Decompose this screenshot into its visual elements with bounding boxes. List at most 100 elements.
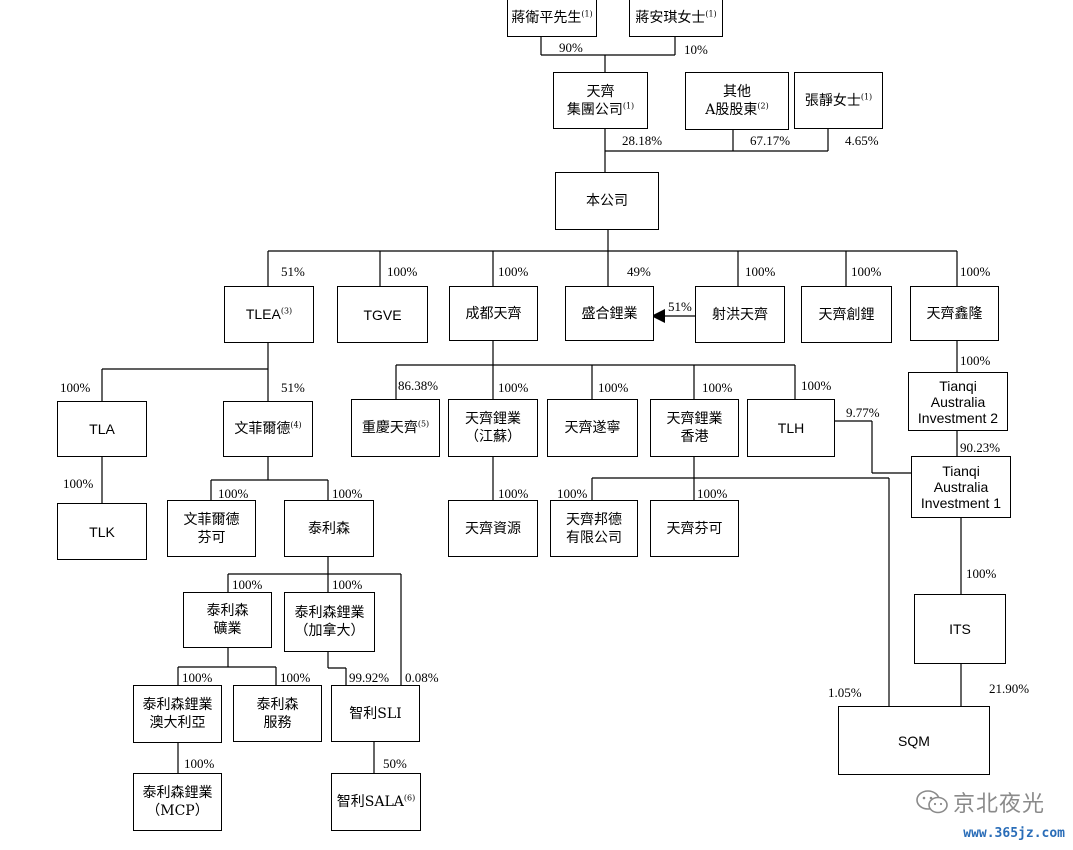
node-other-a-shareholders: 其他 A股股東(2) [685, 72, 789, 130]
node-tla: TLA [57, 401, 147, 457]
node-label: Investment 1 [920, 495, 1002, 511]
node-label: Australia [930, 393, 986, 410]
edge-label: 100% [498, 486, 529, 501]
node-label: 其他 [723, 84, 751, 100]
edge-label: 90% [559, 40, 583, 55]
node-label: 澳大利亞 [149, 715, 206, 731]
edge-label: 99.92% [349, 670, 390, 685]
node-company: 本公司 [555, 172, 659, 230]
node-talison-mining: 泰利森 礦業 [183, 592, 272, 648]
note-marker: (3) [280, 306, 293, 316]
node-sqm: SQM [838, 706, 990, 775]
edge-label: 67.17% [750, 133, 791, 148]
node-talison: 泰利森 [284, 500, 374, 557]
node-label: （加拿大） [294, 623, 365, 639]
edge-label: 51% [668, 299, 692, 314]
node-label: 蔣安琪女士 [635, 9, 706, 26]
node-label: 重慶天齊 [361, 420, 418, 436]
node-windfield-fenke: 文菲爾德 芬可 [167, 500, 256, 557]
node-talison-canada: 泰利森鋰業 （加拿大） [284, 592, 375, 652]
node-label: Australia [933, 479, 989, 495]
edge-label: 10% [684, 42, 708, 57]
edge-label: 100% [182, 670, 213, 685]
node-label: Tianqi [939, 377, 977, 394]
note-marker: (1) [860, 91, 873, 101]
node-label: （江蘇） [465, 429, 521, 445]
edge-label: 90.23% [960, 440, 1001, 455]
node-label: 有限公司 [566, 529, 622, 546]
node-tianqi-xinlong: 天齊鑫隆 [910, 286, 999, 341]
edge-label: 100% [598, 380, 629, 395]
node-tgve: TGVE [337, 286, 428, 343]
node-label: 射洪天齊 [712, 306, 768, 323]
node-label: A股股東 [705, 102, 758, 118]
node-jiang-anqi: 蔣安琪女士(1) [629, 0, 723, 37]
node-chengdu-tianqi: 成都天齊 [449, 286, 538, 341]
edge-label: 100% [745, 264, 776, 279]
node-label: 服務 [263, 714, 292, 731]
node-tianqi-chuangli: 天齊創鋰 [801, 286, 892, 343]
node-label: Tianqi [942, 463, 980, 479]
edge-label: 100% [960, 264, 991, 279]
edge-label: 21.90% [989, 681, 1030, 696]
node-shehong-tianqi: 射洪天齊 [695, 286, 785, 343]
note-marker: (1) [581, 8, 593, 18]
edge-label: 100% [702, 380, 733, 395]
node-label: 礦業 [213, 621, 242, 637]
node-label: 天齊鋰業 [465, 411, 521, 427]
node-label: 泰利森鋰業 [142, 785, 213, 801]
edge-label: 100% [332, 577, 363, 592]
note-marker: (1) [622, 100, 635, 110]
edge-label: 100% [966, 566, 997, 581]
node-tlk: TLK [57, 503, 147, 560]
node-label: TLK [89, 523, 115, 540]
node-label: （MCP） [146, 803, 209, 819]
node-chongqing-tianqi: 重慶天齊(5) [351, 399, 440, 457]
wechat-icon [915, 789, 949, 815]
note-marker: (6) [403, 793, 416, 803]
node-label: Investment 2 [917, 409, 999, 426]
node-shenghe-lithium: 盛合鋰業 [565, 286, 654, 341]
node-tianqi-australia-investment-2: Tianqi Australia Investment 2 [908, 372, 1008, 431]
edge-label: 100% [60, 380, 91, 395]
watermark-url: www.365jz.com [963, 826, 1065, 841]
node-label: 本公司 [586, 193, 628, 209]
node-jiang-weiping: 蔣衛平先生(1) [507, 0, 597, 37]
edge-label: 100% [63, 476, 94, 491]
note-marker: (1) [705, 8, 717, 18]
node-label: 天齊遂寧 [564, 420, 621, 436]
node-talison-services: 泰利森 服務 [233, 685, 322, 742]
watermark-text: 京北夜光 [952, 792, 1045, 817]
node-label: TGVE [363, 306, 402, 323]
node-label: 天齊 [586, 83, 615, 100]
edge-label: 4.65% [845, 133, 879, 148]
node-tianqi-bangde: 天齊邦德 有限公司 [550, 500, 638, 557]
node-tianqi-suining: 天齊遂寧 [547, 399, 638, 457]
edge-label: 1.05% [828, 685, 862, 700]
node-label: 智利SLI [349, 705, 402, 722]
node-label: 盛合鋰業 [581, 305, 638, 322]
node-zhang-jing: 張靜女士(1) [794, 72, 883, 129]
edge-label: 100% [960, 353, 991, 368]
edge-label: 100% [498, 264, 529, 279]
note-marker: (2) [757, 101, 769, 111]
node-label: 泰利森 [256, 696, 299, 713]
watermark: 京北夜光 [915, 786, 1045, 818]
arrowhead-icon [651, 309, 665, 323]
node-windfield: 文菲爾德(4) [223, 401, 313, 457]
node-label: 文菲爾德 [234, 421, 291, 437]
node-its: ITS [914, 594, 1006, 664]
node-tianqi-australia-investment-1: Tianqi Australia Investment 1 [911, 456, 1011, 518]
edge-label: 100% [557, 486, 588, 501]
node-label: 集團公司 [566, 101, 623, 118]
edge-label: 100% [332, 486, 363, 501]
node-label: 泰利森鋰業 [142, 697, 213, 713]
node-tlea: TLEA(3) [224, 286, 314, 343]
edge-label: 49% [627, 264, 651, 279]
node-label: 文菲爾德 [183, 511, 240, 528]
node-tianqi-fenke: 天齊芬可 [650, 500, 739, 557]
node-tianqi-hk: 天齊鋰業 香港 [650, 399, 739, 457]
node-label: 蔣衛平先生 [511, 9, 582, 26]
note-marker: (4) [290, 420, 302, 430]
